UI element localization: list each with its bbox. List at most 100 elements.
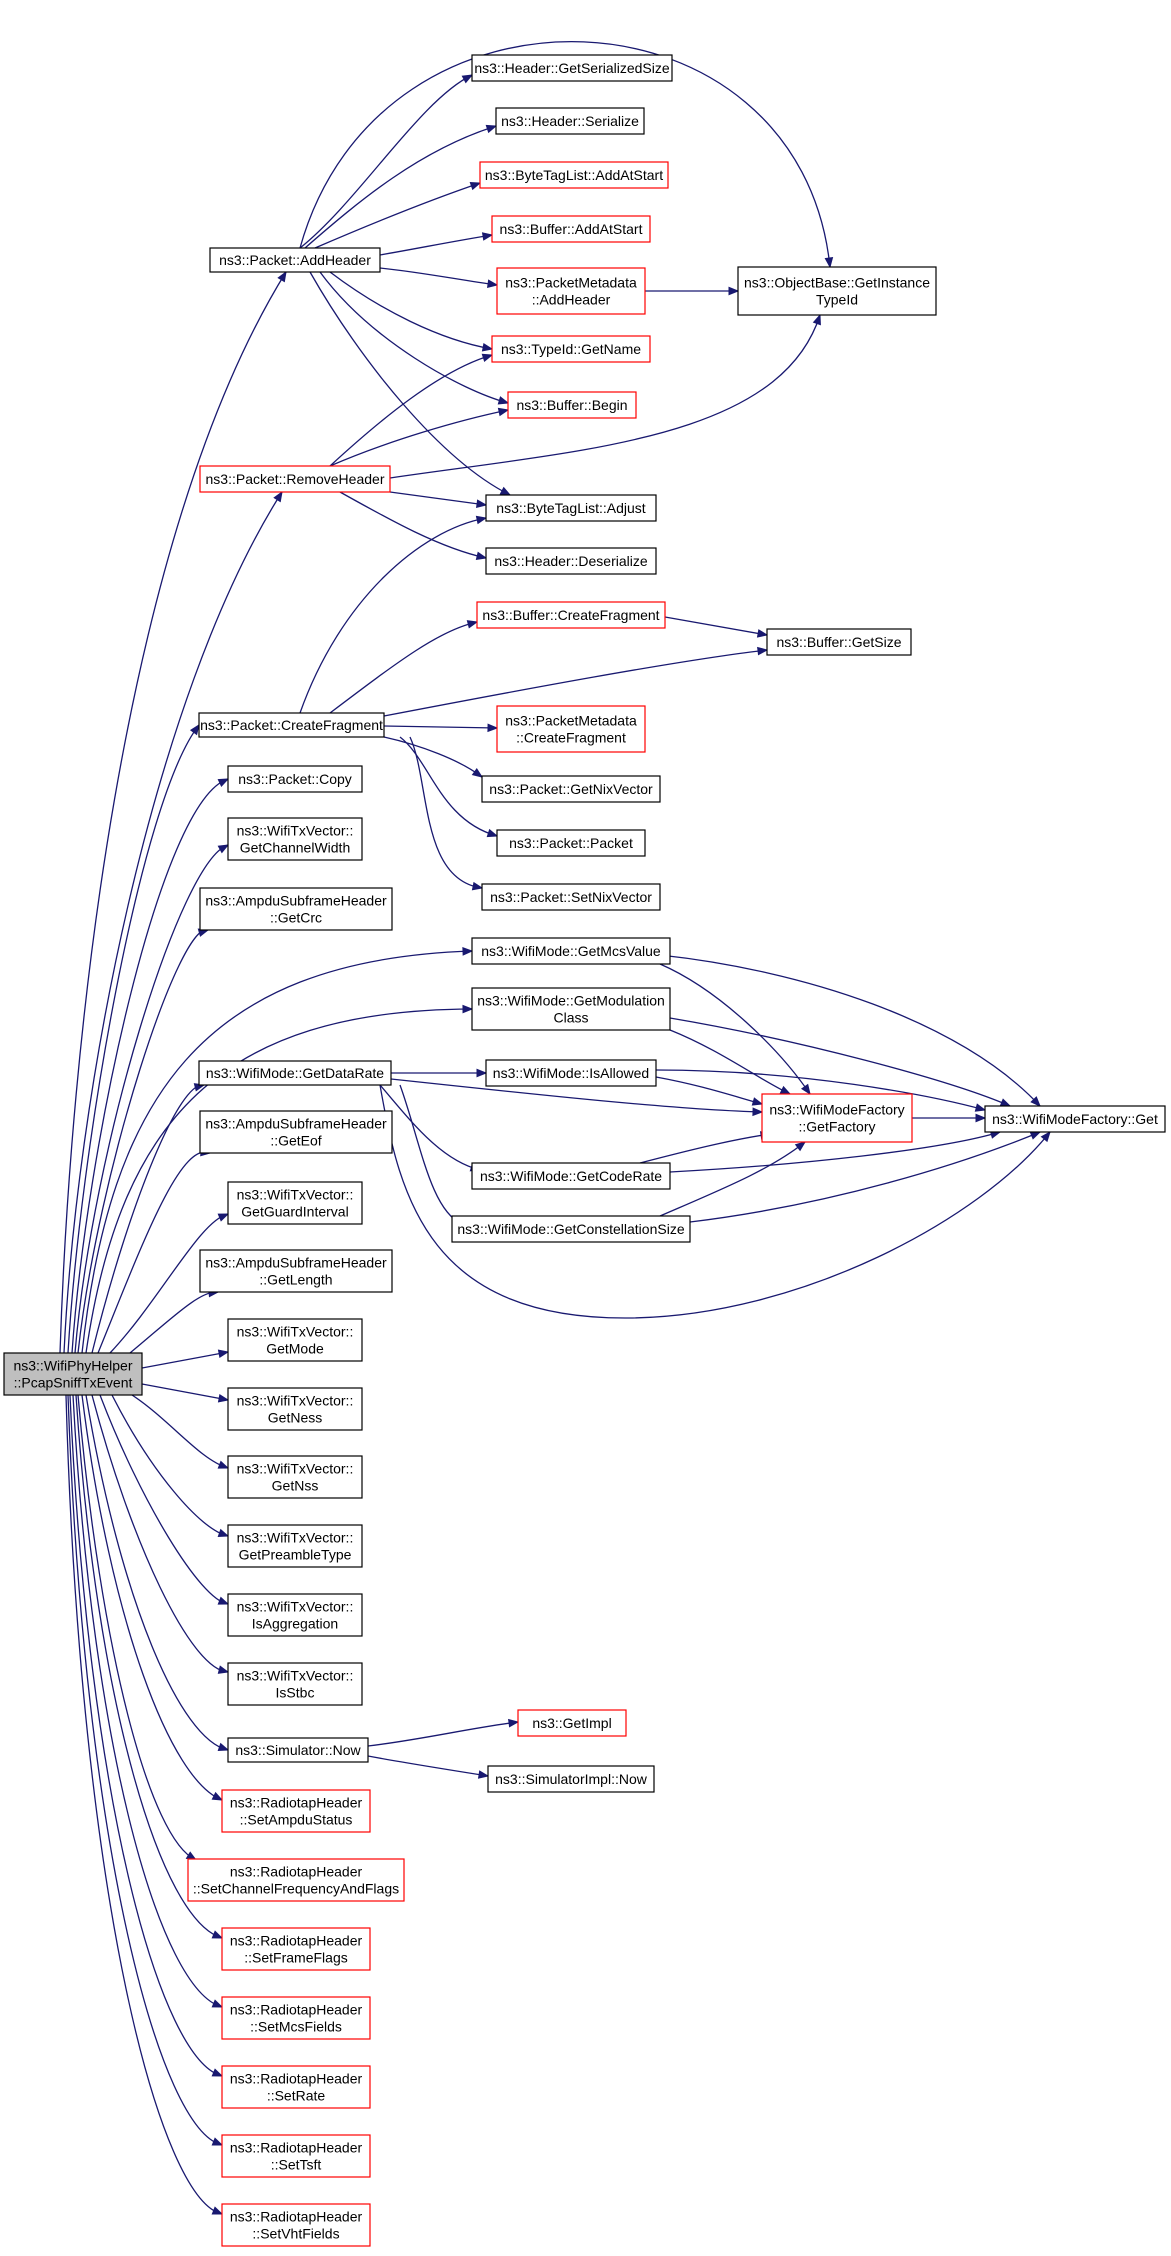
node-isAggregation[interactable]: ns3::WifiTxVector::IsAggregation [227,1593,363,1637]
node-bufferAddAtStart[interactable]: ns3::Buffer::AddAtStart [491,215,651,243]
node-copy[interactable]: ns3::Packet::Copy [227,765,363,793]
node-packetPacket[interactable]: ns3::Packet::Packet [496,829,646,857]
node-label: ns3::WifiPhyHelper [13,1358,132,1374]
node-label: ns3::RadiotapHeader [230,1795,363,1811]
edge-root-to-setChannelFreq [77,1394,198,1861]
edge-getDataRate-to-wifiModeFactoryGet [379,1084,1051,1319]
node-label: ns3::WifiMode::IsAllowed [493,1065,649,1081]
edge-root-to-setMcsFields [72,1394,224,2008]
node-label: ns3::WifiMode::GetDataRate [206,1065,384,1081]
node-label: ns3::Buffer::CreateFragment [482,607,659,623]
node-label: ::SetAmpduStatus [240,1812,353,1828]
node-label: ns3::Packet::GetNixVector [489,781,653,797]
node-simImplNow[interactable]: ns3::SimulatorImpl::Now [487,1765,655,1793]
node-setChannelFreq[interactable]: ns3::RadiotapHeader::SetChannelFrequency… [187,1858,405,1902]
node-label: ns3::WifiTxVector:: [237,1668,354,1684]
node-label: ::SetChannelFrequencyAndFlags [193,1881,399,1897]
node-setMcsFields[interactable]: ns3::RadiotapHeader::SetMcsFields [221,1996,371,2040]
node-wifiModeFactoryGet[interactable]: ns3::WifiModeFactory::Get [984,1105,1166,1133]
node-bufferBegin[interactable]: ns3::Buffer::Begin [507,391,637,419]
node-getPreambleType[interactable]: ns3::WifiTxVector::GetPreambleType [227,1524,363,1568]
node-typeIdGetName[interactable]: ns3::TypeId::GetName [491,335,651,363]
edge-isAllowed-to-wifiModeFactoryGetFactory [655,1076,764,1106]
node-getNixVector[interactable]: ns3::Packet::GetNixVector [481,775,661,803]
node-label: ns3::WifiTxVector:: [237,1461,354,1477]
node-getCrc[interactable]: ns3::AmpduSubframeHeader::GetCrc [199,887,393,931]
node-label: ns3::AmpduSubframeHeader [205,1255,387,1271]
node-packetMetadataAddHeader[interactable]: ns3::PacketMetadata::AddHeader [496,267,646,315]
node-getMcsValue[interactable]: ns3::WifiMode::GetMcsValue [471,937,671,965]
edge-root-to-getMode [141,1349,230,1369]
edge-root-to-getNess [141,1383,230,1403]
node-label: ns3::WifiMode::GetCodeRate [480,1168,662,1184]
edge-addHeader-to-typeIdGetName [329,271,494,352]
node-setAmpduStatus[interactable]: ns3::RadiotapHeader::SetAmpduStatus [221,1789,371,1833]
node-getEof[interactable]: ns3::AmpduSubframeHeader::GetEof [199,1110,393,1154]
node-label: ns3::Buffer::AddAtStart [500,221,643,237]
node-headerDeserialize[interactable]: ns3::Header::Deserialize [485,547,657,575]
node-byteTagAdjust[interactable]: ns3::ByteTagList::Adjust [485,494,657,522]
node-byteTagAddAtStart[interactable]: ns3::ByteTagList::AddAtStart [479,161,669,189]
edge-removeHeader-to-byteTagAdjust [389,491,488,509]
node-label: ns3::AmpduSubframeHeader [205,1116,387,1132]
node-getImpl[interactable]: ns3::GetImpl [517,1709,627,1737]
node-getMode[interactable]: ns3::WifiTxVector::GetMode [227,1318,363,1362]
node-label: IsStbc [276,1685,315,1701]
edge-root-to-simNow [85,1394,230,1752]
edge-root-to-getEof [97,1147,212,1354]
node-simNow[interactable]: ns3::Simulator::Now [227,1737,369,1763]
edge-root-to-setVhtFields [65,1394,224,2215]
node-label: ::GetEof [270,1133,321,1149]
node-label: GetNss [272,1478,319,1494]
edge-root-to-isStbc [91,1394,230,1674]
edge-getConstellationSize-to-wifiModeFactoryGet [689,1131,1042,1223]
node-label: ns3::ByteTagList::Adjust [496,500,646,516]
node-label: ns3::RadiotapHeader [230,2002,363,2018]
node-label: ns3::RadiotapHeader [230,2071,363,2087]
node-packetMetadataCreateFragment[interactable]: ns3::PacketMetadata::CreateFragment [496,705,646,753]
node-label: Class [553,1010,588,1026]
edge-createFragment-to-getNixVector [383,736,484,778]
node-bufferGetSize[interactable]: ns3::Buffer::GetSize [766,628,912,656]
node-serialize[interactable]: ns3::Header::Serialize [495,107,645,135]
edge-createFragment-to-packetMetadataCreateFragment [383,723,499,733]
node-bufferCreateFragment[interactable]: ns3::Buffer::CreateFragment [476,601,666,629]
edge-addHeader-to-serialize [304,124,498,249]
node-label: ::CreateFragment [516,730,626,746]
edge-root-to-getDataRate [91,1083,206,1354]
node-label: ns3::RadiotapHeader [230,1933,363,1949]
node-getNess[interactable]: ns3::WifiTxVector::GetNess [227,1387,363,1431]
node-getChannelWidth[interactable]: ns3::WifiTxVector::GetChannelWidth [227,817,363,861]
node-removeHeader[interactable]: ns3::Packet::RemoveHeader [199,465,391,493]
node-setTsft[interactable]: ns3::RadiotapHeader::SetTsft [221,2134,371,2178]
node-addHeader[interactable]: ns3::Packet::AddHeader [209,247,381,273]
edge-simNow-to-simImplNow [367,1755,490,1779]
node-setFrameFlags[interactable]: ns3::RadiotapHeader::SetFrameFlags [221,1927,371,1971]
node-label: IsAggregation [252,1616,338,1632]
node-getConstellationSize[interactable]: ns3::WifiMode::GetConstellationSize [451,1215,691,1243]
node-label: GetNess [268,1410,322,1426]
node-getSerializedSize[interactable]: ns3::Header::GetSerializedSize [471,54,673,82]
node-getLength[interactable]: ns3::AmpduSubframeHeader::GetLength [199,1249,393,1293]
node-isStbc[interactable]: ns3::WifiTxVector::IsStbc [227,1662,363,1706]
node-getCodeRate[interactable]: ns3::WifiMode::GetCodeRate [471,1162,671,1190]
edge-root-to-getChannelWidth [74,844,230,1354]
node-label: ns3::SimulatorImpl::Now [495,1771,648,1787]
node-setRate[interactable]: ns3::RadiotapHeader::SetRate [221,2065,371,2109]
call-nodes: ns3::WifiPhyHelper::PcapSniffTxEventns3:… [3,54,1166,2247]
edge-root-to-getGuardInterval [109,1213,230,1354]
node-setNixVector[interactable]: ns3::Packet::SetNixVector [481,883,661,911]
node-getNss[interactable]: ns3::WifiTxVector::GetNss [227,1455,363,1499]
node-isAllowed[interactable]: ns3::WifiMode::IsAllowed [485,1059,657,1087]
node-label: ns3::Buffer::Begin [516,397,627,413]
node-createFragment[interactable]: ns3::Packet::CreateFragment [198,712,385,738]
node-wifiModeFactoryGetFactory[interactable]: ns3::WifiModeFactory::GetFactory [761,1093,913,1143]
edge-root-to-copy [71,778,230,1354]
node-setVhtFields[interactable]: ns3::RadiotapHeader::SetVhtFields [221,2203,371,2247]
node-getGuardInterval[interactable]: ns3::WifiTxVector::GetGuardInterval [227,1181,363,1225]
node-root[interactable]: ns3::WifiPhyHelper::PcapSniffTxEvent [3,1352,143,1396]
node-getDataRate[interactable]: ns3::WifiMode::GetDataRate [198,1060,392,1086]
node-label: ns3::Simulator::Now [235,1742,361,1758]
